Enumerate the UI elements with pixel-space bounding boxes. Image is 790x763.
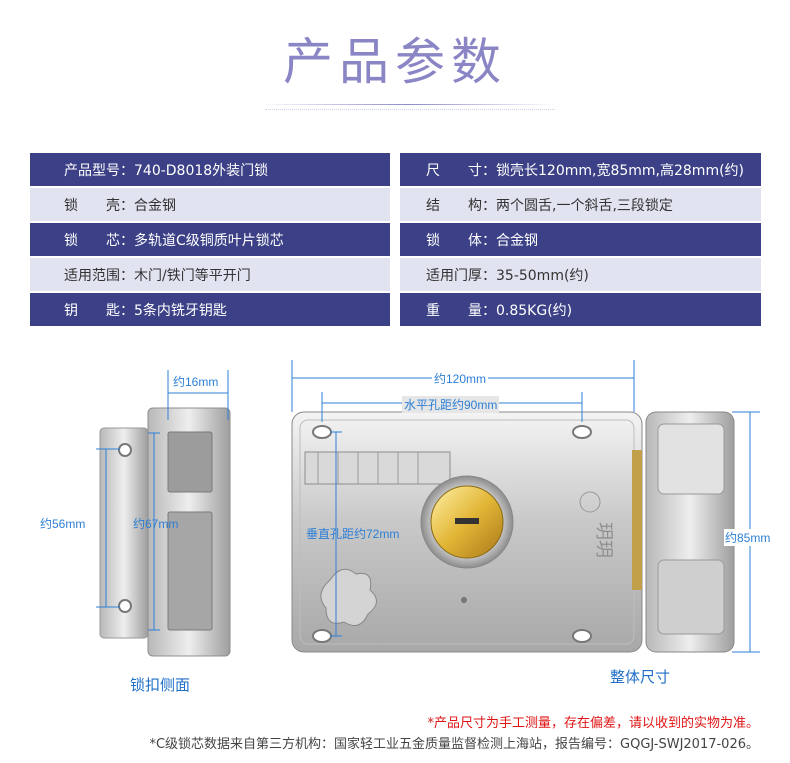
spec-colon: ：	[120, 197, 134, 214]
spec-value: 两个圆舌,一个斜舌,三段锁定	[496, 197, 673, 214]
spec-label: 锁 体	[426, 232, 482, 249]
spec-value: 锁壳长120mm,宽85mm,高28mm(约)	[496, 162, 745, 179]
spec-row: 产品型号：740-D8018外装门锁	[30, 153, 390, 186]
spec-colon: ：	[120, 162, 134, 179]
spec-row: 钥 匙：5条内铣牙钥匙	[30, 293, 390, 326]
spec-colon: ：	[120, 267, 134, 284]
strike-plate-image	[99, 407, 231, 657]
dim-strike-inner-height: 约67mm	[133, 517, 179, 531]
spec-label: 重 量	[426, 302, 482, 319]
spec-colon: ：	[482, 232, 496, 249]
spec-label: 产品型号	[64, 162, 120, 179]
title-divider	[258, 104, 558, 105]
dim-lock-length: 约120mm	[432, 370, 489, 387]
spec-label: 锁 壳	[64, 197, 120, 214]
spec-label: 锁 芯	[64, 232, 120, 249]
title-dotted-rule	[265, 109, 555, 114]
spec-row: 结 构：两个圆舌,一个斜舌,三段锁定	[400, 188, 761, 221]
strike-dimension-lines	[96, 370, 229, 631]
page-title: 产品参数	[283, 33, 507, 91]
spec-value: 木门/铁门等平开门	[134, 267, 251, 284]
spec-colon: ：	[482, 267, 496, 284]
spec-colon: ：	[482, 162, 496, 179]
spec-colon: ：	[120, 232, 134, 249]
spec-label: 适用门厚	[426, 267, 482, 284]
spec-row: 尺 寸：锁壳长120mm,宽85mm,高28mm(约)	[400, 153, 761, 186]
spec-value: 合金钢	[134, 197, 176, 214]
spec-value: 0.85KG(约)	[496, 302, 573, 319]
spec-row: 锁 芯：多轨道C级铜质叶片锁芯	[30, 223, 390, 256]
spec-colon: ：	[482, 197, 496, 214]
spec-label: 结 构	[426, 197, 482, 214]
lock-body-image: 玥玥	[291, 411, 735, 653]
spec-row: 锁 体：合金钢	[400, 223, 761, 256]
spec-label: 尺 寸	[426, 162, 482, 179]
spec-colon: ：	[120, 302, 134, 319]
spec-label: 钥 匙	[64, 302, 120, 319]
spec-colon: ：	[482, 302, 496, 319]
spec-value: 35-50mm(约)	[496, 267, 589, 284]
spec-value: 740-D8018外装门锁	[134, 162, 269, 179]
measurement-disclaimer: *产品尺寸为手工测量，存在偏差，请以收到的实物为准。	[427, 716, 759, 731]
spec-row: 适用范围：木门/铁门等平开门	[30, 258, 390, 291]
dim-strike-width: 约16mm	[172, 373, 220, 390]
test-report-source: *C级锁芯数据来自第三方机构：国家轻工业五金质量监督检测上海站，报告编号：GQG…	[149, 737, 759, 752]
dim-horizontal-hole-distance: 水平孔距约90mm	[402, 396, 500, 413]
spec-row: 锁 壳：合金钢	[30, 188, 390, 221]
dim-vertical-hole-distance: 垂直孔距约72mm	[306, 527, 400, 541]
spec-value: 多轨道C级铜质叶片锁芯	[134, 232, 284, 249]
lock-body-caption: 整体尺寸	[610, 668, 671, 686]
spec-row: 重 量：0.85KG(约)	[400, 293, 761, 326]
dim-strike-outer-height: 约56mm	[40, 517, 86, 531]
brand-logo-text: 玥玥	[593, 522, 614, 558]
dim-lock-height: 约85mm	[724, 529, 772, 546]
spec-label: 适用范围	[64, 267, 120, 284]
spec-value: 5条内铣牙钥匙	[134, 302, 227, 319]
strike-plate-caption: 锁扣侧面	[130, 676, 191, 694]
spec-value: 合金钢	[496, 232, 538, 249]
spec-row: 适用门厚：35-50mm(约)	[400, 258, 761, 291]
